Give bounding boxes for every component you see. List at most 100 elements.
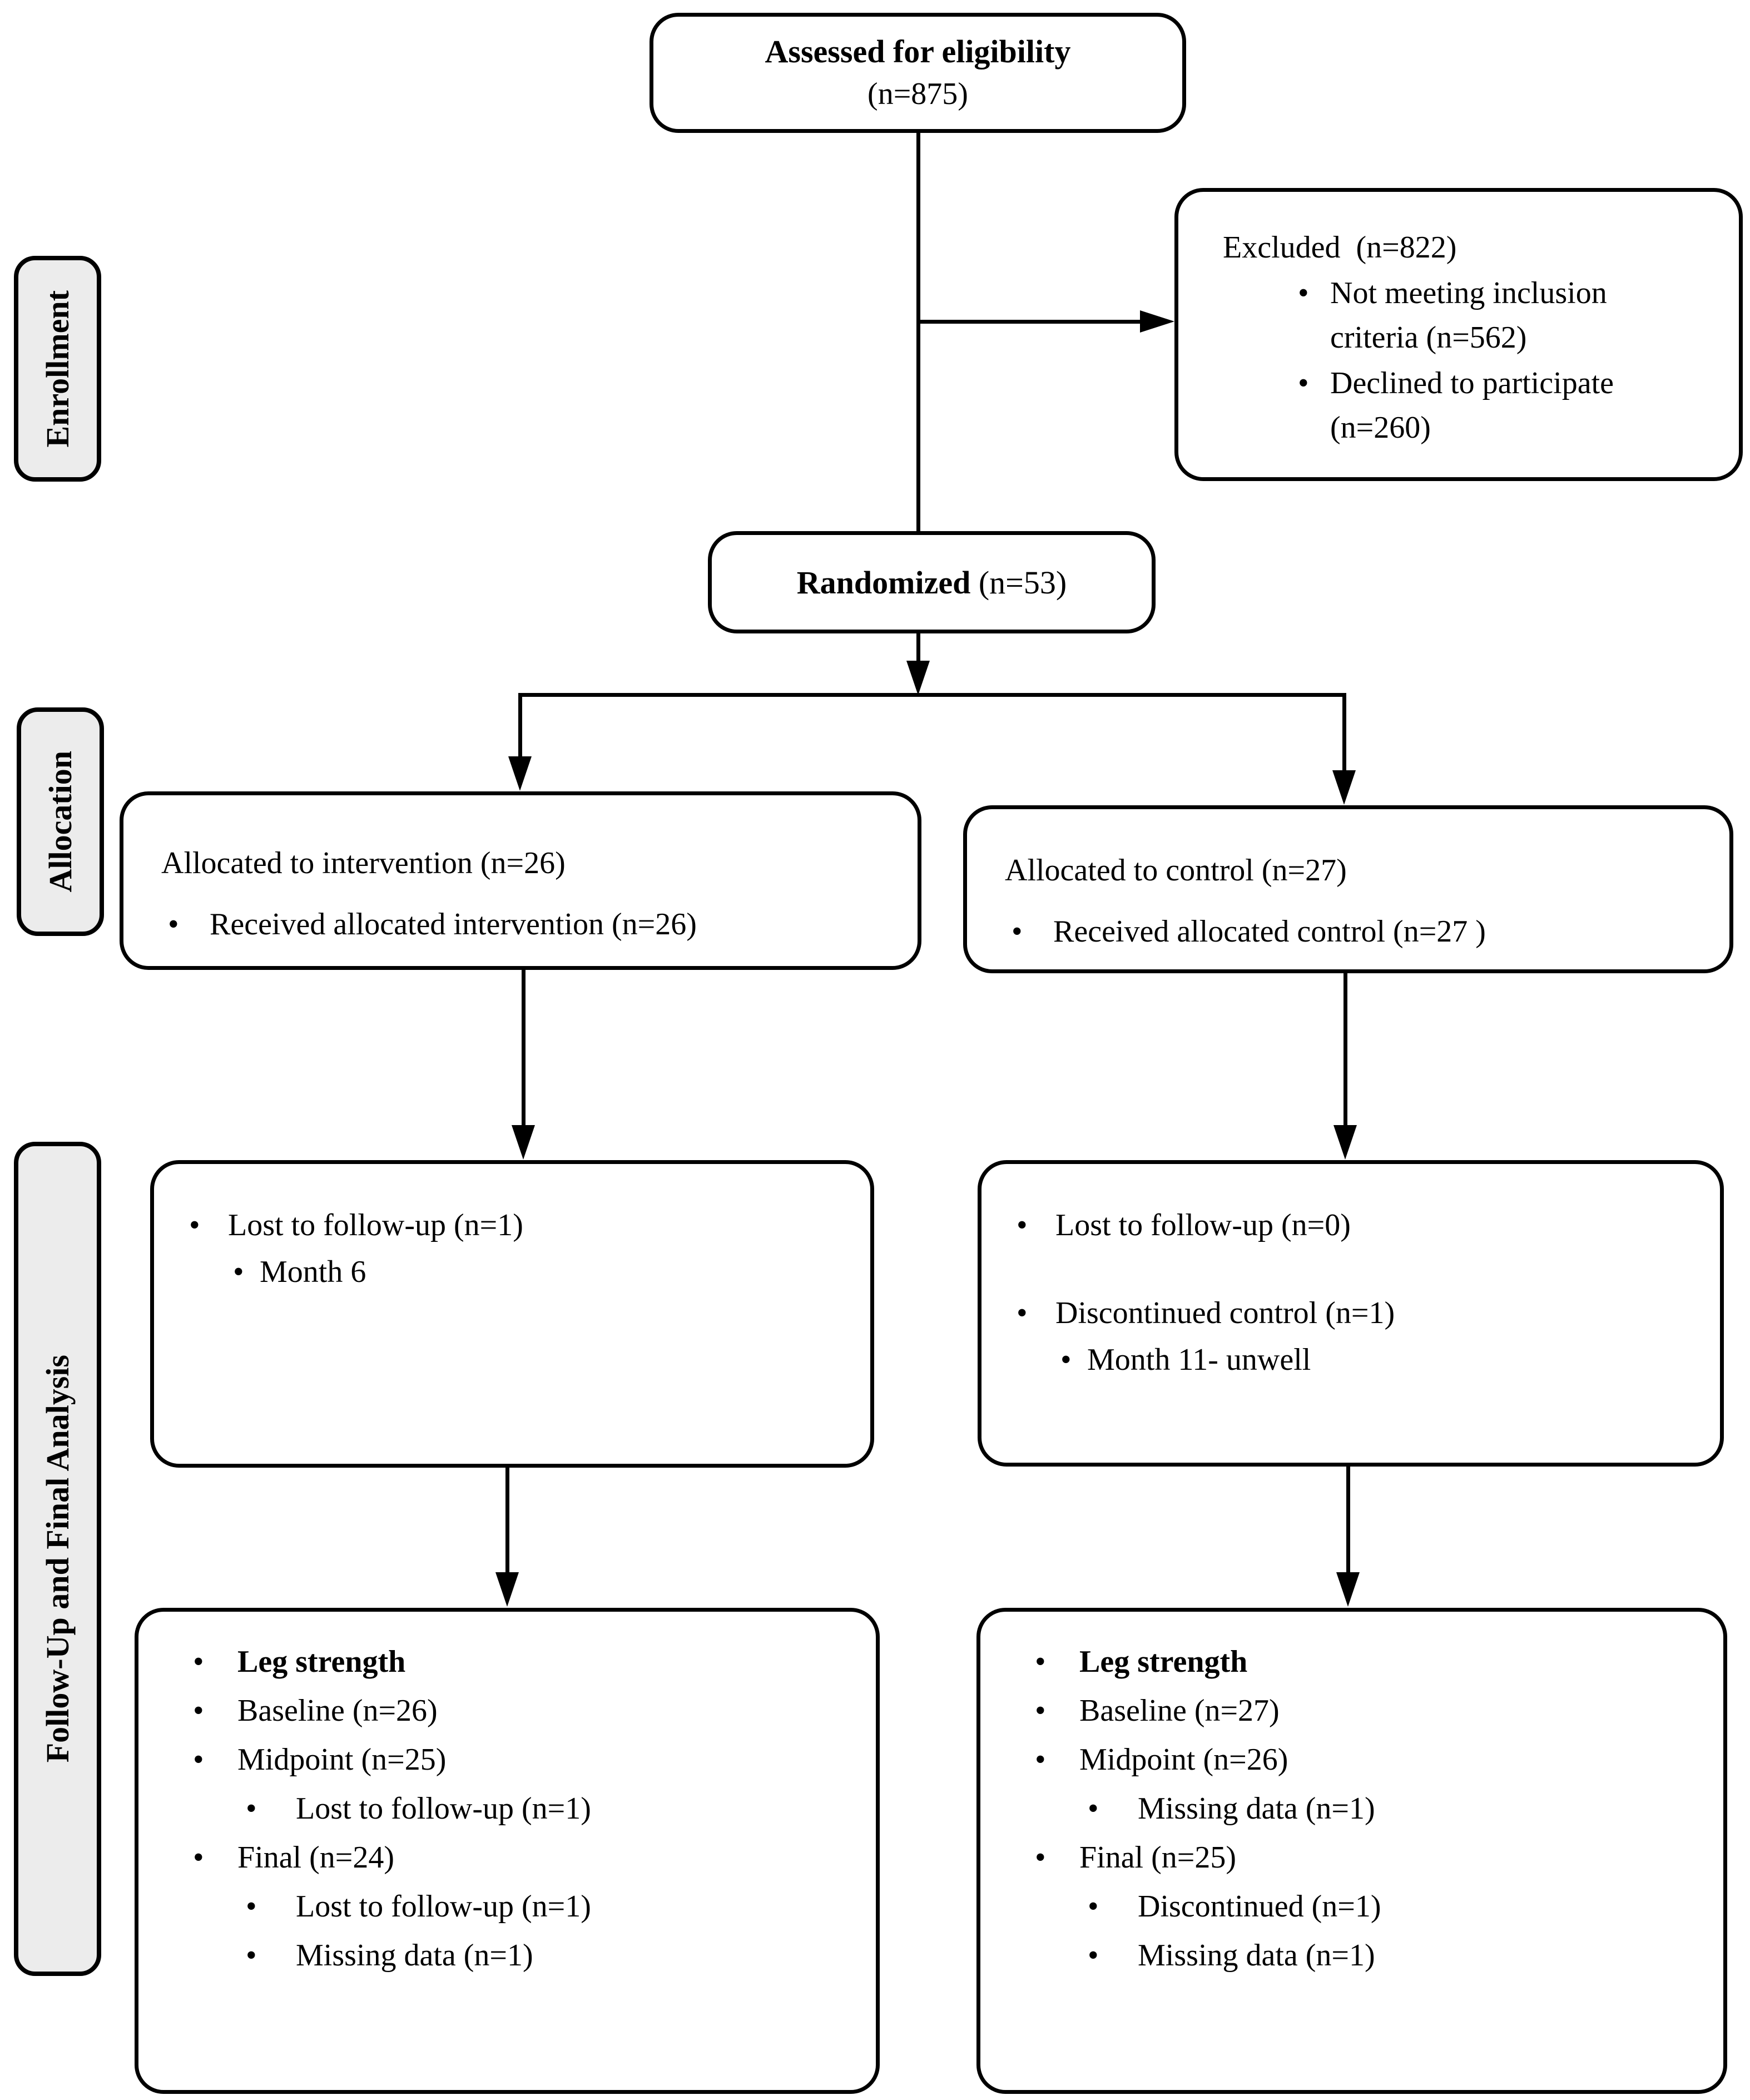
excluded-item-text: Declined to participate (n=260): [1330, 366, 1614, 445]
followup-control-box: • Lost to follow-up (n=0) • Discontinued…: [978, 1160, 1724, 1467]
stage-label-allocation-text: Allocation: [42, 751, 78, 893]
connector-control-to-followup: [1344, 972, 1347, 1126]
alloc-intervention-item: • Received allocated intervention (n=26): [168, 901, 906, 948]
final-item: • Midpoint (n=25): [193, 1735, 865, 1784]
final-item: • Final (n=24): [193, 1833, 865, 1882]
arrow-down-icon: [1333, 1125, 1357, 1160]
followup-item-text: Lost to follow-up (n=0): [1055, 1208, 1351, 1242]
connector-followup-to-final-left: [505, 1467, 509, 1573]
bullet-icon: •: [1035, 1840, 1046, 1875]
bullet-icon: •: [1298, 366, 1309, 400]
followup-item: • Lost to follow-up (n=0): [1017, 1202, 1709, 1249]
excluded-title: Excluded (n=822): [1223, 230, 1457, 265]
randomized-title: Randomized: [796, 564, 971, 601]
followup-subitem: • Month 11- unwell: [1060, 1336, 1709, 1383]
connector-randomized-to-branch: [916, 633, 920, 662]
final-subitem: • Missing data (n=1): [246, 1931, 865, 1980]
final-item: • Leg strength: [1035, 1637, 1712, 1686]
bullet-icon: •: [168, 907, 179, 942]
final-analysis-intervention-box: • Leg strength • Baseline (n=26) • Midpo…: [135, 1608, 880, 2094]
followup-item: • Discontinued control (n=1): [1017, 1290, 1709, 1336]
bullet-icon: •: [1088, 1938, 1099, 1973]
final-subitem-text: Missing data (n=1): [1138, 1938, 1375, 1973]
bullet-icon: •: [1035, 1693, 1046, 1728]
arrow-down-icon: [1332, 770, 1356, 805]
final-item-text: Midpoint (n=25): [237, 1742, 447, 1777]
connector-to-excluded: [919, 320, 1141, 324]
bullet-icon: •: [1017, 1296, 1028, 1330]
final-subitem: • Missing data (n=1): [1088, 1931, 1712, 1980]
stage-label-enrollment: Enrollment: [14, 256, 101, 482]
spacer: [1017, 1249, 1709, 1290]
assessed-count: (n=875): [867, 77, 968, 111]
final-analysis-control-box: • Leg strength • Baseline (n=27) • Midpo…: [976, 1608, 1727, 2094]
final-subitem-text: Missing data (n=1): [1138, 1791, 1375, 1826]
randomized-line: Randomized (n=53): [797, 564, 1067, 601]
bullet-icon: •: [246, 1791, 257, 1826]
final-subitem: • Discontinued (n=1): [1088, 1882, 1712, 1931]
bullet-icon: •: [1088, 1791, 1099, 1826]
followup-intervention-box: • Lost to follow-up (n=1) • Month 6: [150, 1160, 874, 1468]
final-item: • Baseline (n=27): [1035, 1686, 1712, 1735]
excluded-item: • Not meeting inclusion criteria (n=562): [1298, 271, 1724, 360]
arrow-down-icon: [512, 1125, 535, 1160]
bullet-icon: •: [193, 1742, 204, 1777]
stage-label-allocation: Allocation: [17, 707, 104, 936]
final-item-text: Final (n=25): [1079, 1840, 1236, 1875]
bullet-icon: •: [1035, 1742, 1046, 1777]
allocated-control-box: Allocated to control (n=27) • Received a…: [963, 805, 1733, 973]
followup-subitem-text: Month 6: [260, 1255, 366, 1289]
alloc-control-item: • Received allocated control (n=27 ): [1012, 908, 1718, 955]
final-item: • Midpoint (n=26): [1035, 1735, 1712, 1784]
final-item: • Baseline (n=26): [193, 1686, 865, 1735]
alloc-intervention-title: Allocated to intervention (n=26): [161, 846, 566, 880]
followup-subitem: • Month 6: [233, 1249, 859, 1295]
arrow-right-icon: [1140, 310, 1174, 333]
final-item: • Final (n=25): [1035, 1833, 1712, 1882]
final-item-text: Baseline (n=27): [1079, 1693, 1280, 1728]
stage-label-followup-final-analysis: Follow-Up and Final Analysis: [14, 1142, 101, 1976]
arrow-down-icon: [906, 661, 930, 695]
final-subitem: • Lost to follow-up (n=1): [246, 1882, 865, 1931]
final-item-text: Midpoint (n=26): [1079, 1742, 1288, 1777]
followup-item-text: Discontinued control (n=1): [1055, 1296, 1395, 1330]
final-subitem-text: Missing data (n=1): [296, 1938, 533, 1973]
alloc-control-item-text: Received allocated control (n=27 ): [1053, 914, 1486, 949]
bullet-icon: •: [193, 1693, 204, 1728]
final-header-text: Leg strength: [1079, 1645, 1248, 1679]
bullet-icon: •: [193, 1645, 204, 1679]
connector-followup-to-final-right: [1346, 1467, 1350, 1573]
assessed-title: Assessed for eligibility: [765, 33, 1071, 70]
final-subitem-text: Lost to follow-up (n=1): [296, 1889, 591, 1924]
bullet-icon: •: [233, 1255, 244, 1289]
connector-branch-to-control: [1342, 695, 1346, 771]
excluded-item-text: Not meeting inclusion criteria (n=562): [1330, 276, 1607, 355]
bullet-icon: •: [189, 1208, 200, 1242]
alloc-control-title: Allocated to control (n=27): [1005, 853, 1347, 888]
final-item-text: Final (n=24): [237, 1840, 394, 1875]
bullet-icon: •: [1035, 1645, 1046, 1679]
bullet-icon: •: [193, 1840, 204, 1875]
assessed-eligibility-box: Assessed for eligibility (n=875): [650, 13, 1186, 133]
final-subitem-text: Lost to follow-up (n=1): [296, 1791, 591, 1826]
randomized-count: (n=53): [970, 564, 1067, 601]
alloc-intervention-item-text: Received allocated intervention (n=26): [210, 907, 697, 942]
followup-item-text: Lost to follow-up (n=1): [228, 1208, 523, 1242]
arrow-down-icon: [508, 756, 532, 791]
followup-item: • Lost to follow-up (n=1): [189, 1202, 859, 1249]
bullet-icon: •: [1298, 276, 1309, 310]
excluded-box: Excluded (n=822) • Not meeting inclusion…: [1174, 188, 1743, 481]
connector-assessed-to-randomized: [916, 133, 920, 532]
final-header-text: Leg strength: [237, 1645, 406, 1679]
bullet-icon: •: [1017, 1208, 1028, 1242]
bullet-icon: •: [1060, 1343, 1072, 1377]
bullet-icon: •: [1088, 1889, 1099, 1924]
final-item: • Leg strength: [193, 1637, 865, 1686]
bullet-icon: •: [246, 1889, 257, 1924]
allocated-intervention-box: Allocated to intervention (n=26) • Recei…: [120, 791, 921, 970]
stage-label-enrollment-text: Enrollment: [39, 290, 76, 448]
final-subitem: • Lost to follow-up (n=1): [246, 1784, 865, 1833]
branch-line: [518, 693, 1346, 697]
final-subitem-text: Discontinued (n=1): [1138, 1889, 1381, 1924]
